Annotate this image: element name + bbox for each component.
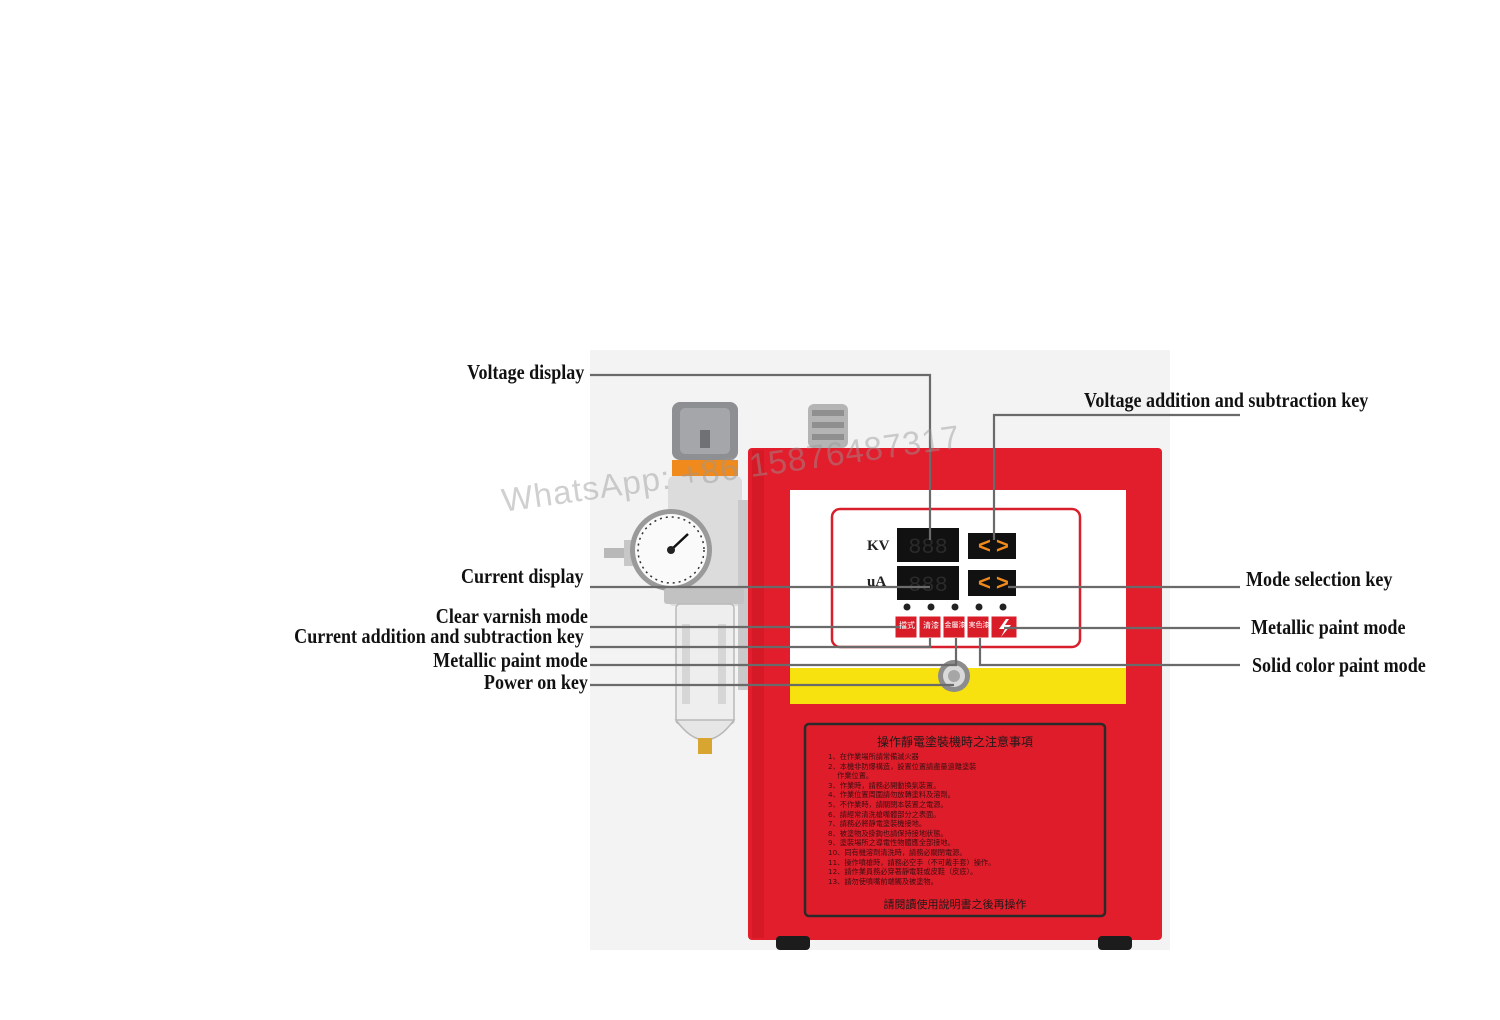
- callout-current-display: Current display: [461, 564, 584, 588]
- notice-line: 9、塗裝場所之導電性物體應全部接地。: [828, 838, 955, 848]
- notice-line: 6、請經常清洗槍嘴體部分之表面。: [828, 809, 941, 819]
- current-adjust-keys: < >: [968, 570, 1016, 596]
- svg-text:888: 888: [908, 535, 948, 560]
- mode-button-solid-color[interactable]: 実色漆: [968, 621, 990, 629]
- notice-footer: 請閱讀使用說明書之後再操作: [883, 898, 1027, 911]
- notice-line: 11、操作噴槍時，請務必空手（不可戴手套）操作。: [828, 857, 996, 867]
- ua-label: uA: [867, 574, 887, 590]
- notice-line: 作業位置。: [828, 771, 874, 781]
- voltage-up-icon[interactable]: >: [996, 533, 1009, 558]
- foot-right: [1098, 936, 1132, 950]
- notice-plate: [803, 722, 1107, 918]
- callout-metallic-paint-mode-left: Metallic paint mode: [433, 648, 588, 672]
- drain-valve: [698, 738, 712, 754]
- callout-power-on-key: Power on key: [483, 670, 588, 694]
- callout-mode-selection-key: Mode selection key: [1246, 567, 1393, 591]
- voltage-adjust-keys: < >: [968, 533, 1016, 559]
- leader-lines: [590, 373, 1240, 687]
- notice-line: 8、被塗物及掛鉤也請保持接地狀態。: [828, 828, 948, 838]
- callout-clear-varnish-mode: Clear varnish mode: [435, 604, 588, 628]
- mode-button-standard[interactable]: 擋式: [899, 621, 915, 630]
- notice-line: 3、作業時，請務必開動換氣裝置。: [828, 780, 941, 790]
- kv-label: KV: [867, 538, 890, 554]
- mode-button-clear-varnish[interactable]: 清漆: [923, 621, 939, 630]
- notice-line: 12、請作業員務必穿著靜電鞋或皮鞋（皮底）。: [828, 867, 978, 877]
- notice-line: 2、本機非防爆構造，設置位置請盡量遠離塗裝: [828, 761, 977, 771]
- svg-text:888: 888: [908, 573, 948, 598]
- callout-voltage-key: Voltage addition and subtraction key: [1084, 388, 1369, 412]
- mode-indicator-leds: [903, 603, 1007, 611]
- notice-line: 10、同有機溶劑清洗時，請務必關閉電源。: [828, 847, 967, 857]
- callout-voltage-display: Voltage display: [466, 360, 584, 384]
- notice-line: 5、不作業時，請關閉本裝置之電源。: [828, 799, 948, 809]
- voltage-down-icon[interactable]: <: [978, 533, 991, 558]
- callout-metallic-paint-mode-right: Metallic paint mode: [1251, 615, 1406, 639]
- notice-line: 1、在作業場所請常備滅火器: [828, 752, 919, 761]
- voltage-display: 888: [897, 528, 959, 562]
- notice-title: 操作靜電塗裝機時之注意事項: [876, 735, 1033, 749]
- notice-line: 7、請務必將靜電塗裝機接地。: [828, 819, 927, 829]
- regulator-ring: [672, 460, 738, 476]
- callout-current-key: Current addition and subtraction key: [294, 624, 584, 648]
- foot-left: [776, 936, 810, 950]
- callout-solid-color-mode: Solid color paint mode: [1252, 653, 1426, 677]
- current-up-icon[interactable]: >: [996, 570, 1009, 595]
- output-connector: [808, 404, 848, 448]
- current-down-icon[interactable]: <: [978, 570, 991, 595]
- notice-line: 4、作業位置周圍請勿放轉塗料及溶劑。: [828, 790, 955, 800]
- current-display: 888: [897, 566, 959, 600]
- mode-button-metallic[interactable]: 金屬漆: [944, 621, 966, 629]
- notice-line: 13、請勿使噴嘴前端觸及被塗物。: [828, 876, 938, 886]
